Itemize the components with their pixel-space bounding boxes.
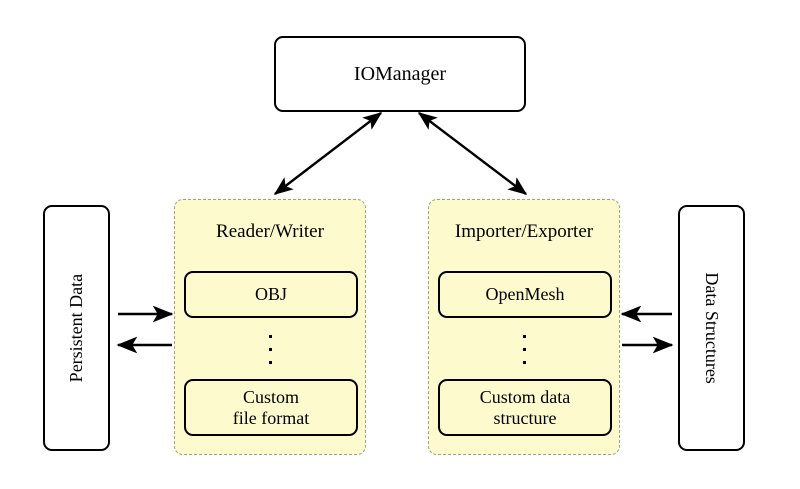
item-openmesh-label: OpenMesh (485, 284, 565, 305)
ellipsis-importer-exporter (522, 335, 526, 364)
item-custom-data-structure-label-line1: Custom data (479, 387, 571, 408)
arrow-manager-importer-exporter (417, 112, 528, 195)
node-data-structures[interactable]: Data Structures (678, 205, 745, 451)
item-custom-file-format[interactable]: Custom file format (184, 379, 358, 436)
item-openmesh[interactable]: OpenMesh (438, 271, 612, 318)
node-persistent-data-label: Persistent Data (66, 273, 87, 383)
item-obj-label: OBJ (254, 284, 287, 305)
item-custom-file-format-label-line1: Custom (242, 387, 299, 408)
item-obj[interactable]: OBJ (184, 271, 358, 318)
group-reader-writer-title: Reader/Writer (216, 221, 324, 242)
arrow-manager-reader-writer (273, 112, 383, 195)
ellipsis-reader-writer (268, 335, 272, 364)
item-custom-data-structure[interactable]: Custom data structure (438, 379, 612, 436)
node-data-structures-label: Data Structures (701, 272, 722, 384)
node-iomanager-label: IOManager (353, 62, 447, 85)
node-iomanager[interactable]: IOManager (274, 36, 526, 112)
item-custom-data-structure-label-line2: structure (493, 407, 557, 428)
item-custom-file-format-label-line2: file format (232, 407, 310, 428)
group-importer-exporter-title: Importer/Exporter (454, 221, 594, 242)
group-reader-writer: Reader/Writer OBJ Custom file format (174, 199, 366, 455)
node-persistent-data[interactable]: Persistent Data (43, 205, 110, 451)
group-importer-exporter: Importer/Exporter OpenMesh Custom data s… (428, 199, 620, 455)
